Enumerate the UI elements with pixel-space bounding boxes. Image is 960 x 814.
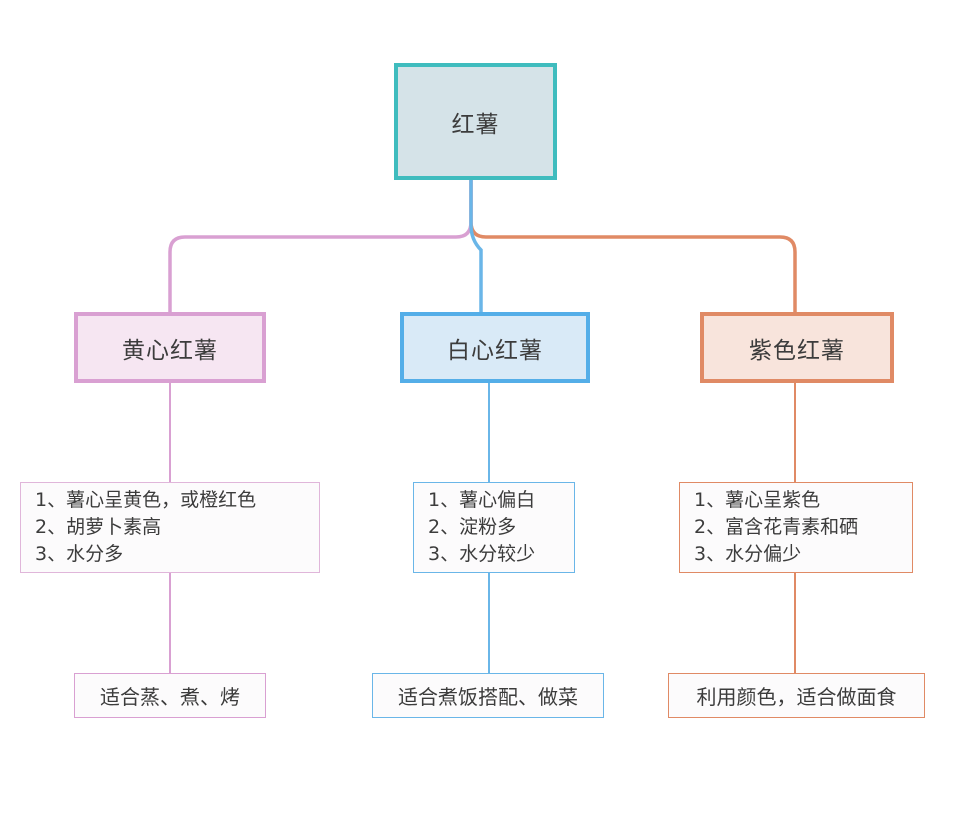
details-list-white-heart: 1、薯心偏白 2、淀粉多 3、水分较少 [428,487,560,568]
detail-item: 1、薯心偏白 [428,489,536,512]
detail-item: 2、淀粉多 [428,516,517,539]
node-details-purple[interactable]: 1、薯心呈紫色 2、富含花青素和硒 3、水分偏少 [679,482,913,573]
node-details-white-heart[interactable]: 1、薯心偏白 2、淀粉多 3、水分较少 [413,482,575,573]
node-root-sweet-potato[interactable]: 红薯 [394,63,557,180]
detail-item: 1、薯心呈紫色 [694,489,821,512]
node-variety-purple[interactable]: 紫色红薯 [700,312,894,383]
detail-item: 2、富含花青素和硒 [694,516,859,539]
details-list-purple: 1、薯心呈紫色 2、富含花青素和硒 3、水分偏少 [694,487,898,568]
node-details-yellow-heart[interactable]: 1、薯心呈黄色，或橙红色 2、胡萝卜素高 3、水分多 [20,482,320,573]
node-variety-purple-label: 紫色红薯 [749,337,845,364]
detail-item: 3、水分偏少 [694,542,802,565]
node-usage-yellow-heart[interactable]: 适合蒸、煮、烤 [74,673,266,718]
connector-root-to-yellow [168,176,473,314]
detail-item: 3、水分较少 [428,542,536,565]
node-variety-yellow-heart[interactable]: 黄心红薯 [74,312,266,383]
connector-root-to-white [469,176,483,314]
detail-item: 1、薯心呈黄色，或橙红色 [35,489,257,512]
details-list-yellow-heart: 1、薯心呈黄色，或橙红色 2、胡萝卜素高 3、水分多 [35,487,305,568]
node-usage-purple[interactable]: 利用颜色，适合做面食 [668,673,925,718]
detail-item: 2、胡萝卜素高 [35,516,162,539]
node-variety-white-heart[interactable]: 白心红薯 [400,312,590,383]
node-usage-yellow-heart-label: 适合蒸、煮、烤 [100,685,240,709]
node-root-label: 红薯 [451,111,500,138]
node-variety-yellow-heart-label: 黄心红薯 [122,337,218,364]
node-variety-white-heart-label: 白心红薯 [447,337,543,364]
node-usage-purple-label: 利用颜色，适合做面食 [696,685,897,709]
node-usage-white-heart[interactable]: 适合煮饭搭配、做菜 [372,673,604,718]
detail-item: 3、水分多 [35,542,124,565]
connector-root-trunk [469,176,797,314]
node-usage-white-heart-label: 适合煮饭搭配、做菜 [398,685,578,709]
